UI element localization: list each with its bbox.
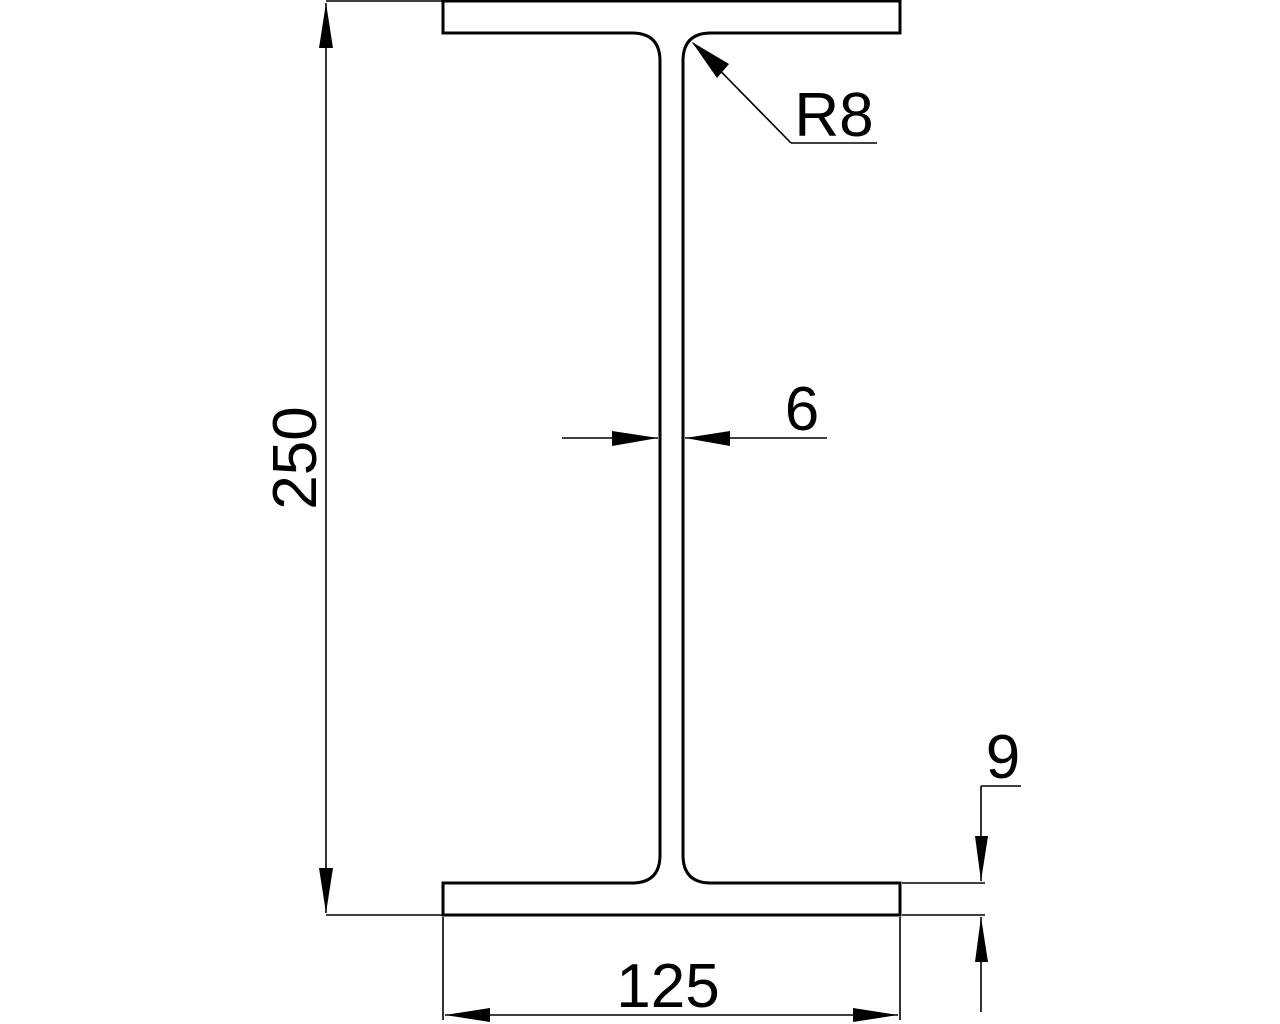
i-beam-profile: [441, 0, 902, 917]
fillet-radius-dimension: R8: [692, 42, 877, 150]
flange-thickness-dimension: 9: [902, 723, 1021, 1012]
height-label: 250: [261, 406, 330, 509]
web-thickness-label: 6: [785, 375, 819, 444]
height-dimension: 250: [261, 0, 443, 916]
flange-thickness-label: 9: [986, 723, 1020, 792]
width-label: 125: [616, 952, 719, 1021]
fillet-radius-label: R8: [794, 81, 873, 150]
web-thickness-dimension: 6: [562, 375, 827, 446]
width-dimension: 125: [442, 917, 901, 1022]
beam-outline: [441, 0, 902, 917]
